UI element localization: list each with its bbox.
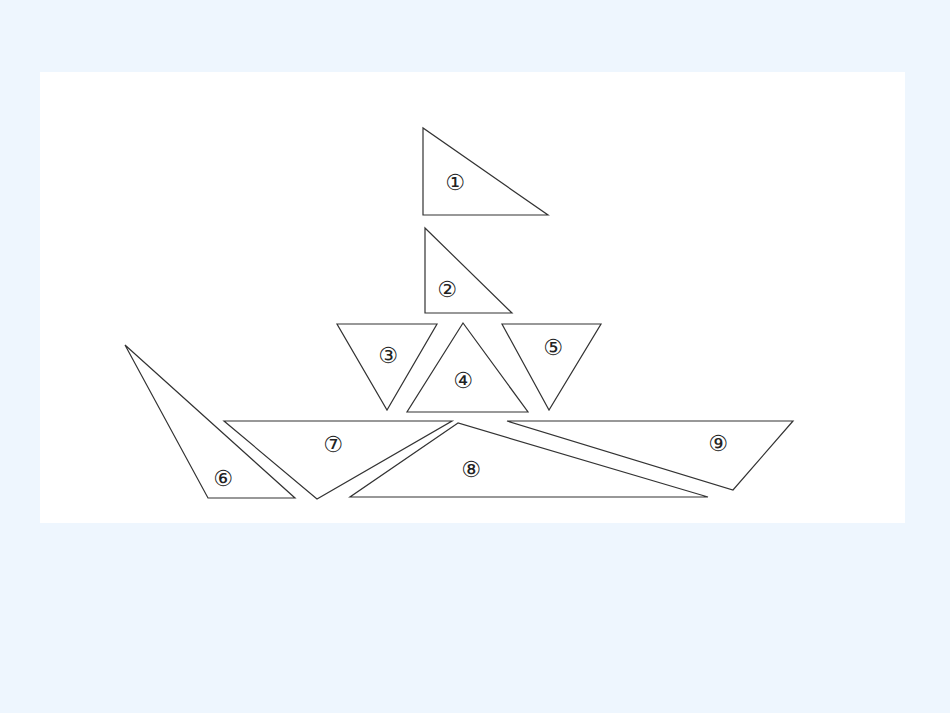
callout-number: ⑧ — [461, 459, 481, 481]
triangle-outline — [507, 421, 793, 490]
triangle-shape — [425, 228, 512, 313]
triangle-shape — [423, 128, 548, 215]
triangle-shape — [507, 421, 793, 490]
triangle-piece: ① — [423, 128, 548, 215]
callout-number: ① — [445, 172, 465, 194]
callout-number: ⑥ — [213, 468, 233, 490]
triangle-outline — [423, 128, 548, 215]
panel-ground — [40, 72, 905, 523]
callout-number: ⑨ — [708, 433, 728, 455]
callout-number: ④ — [453, 370, 473, 392]
triangle-piece: ⑨ — [507, 421, 793, 490]
callout-number: ⑦ — [323, 434, 343, 456]
triangle-shape — [502, 324, 601, 410]
triangle-piece: ② — [425, 228, 512, 313]
callout-number: ③ — [378, 345, 398, 367]
triangle-piece: ⑤ — [502, 324, 601, 410]
callout-number: ⑤ — [543, 337, 563, 359]
callout-number: ② — [437, 279, 457, 301]
